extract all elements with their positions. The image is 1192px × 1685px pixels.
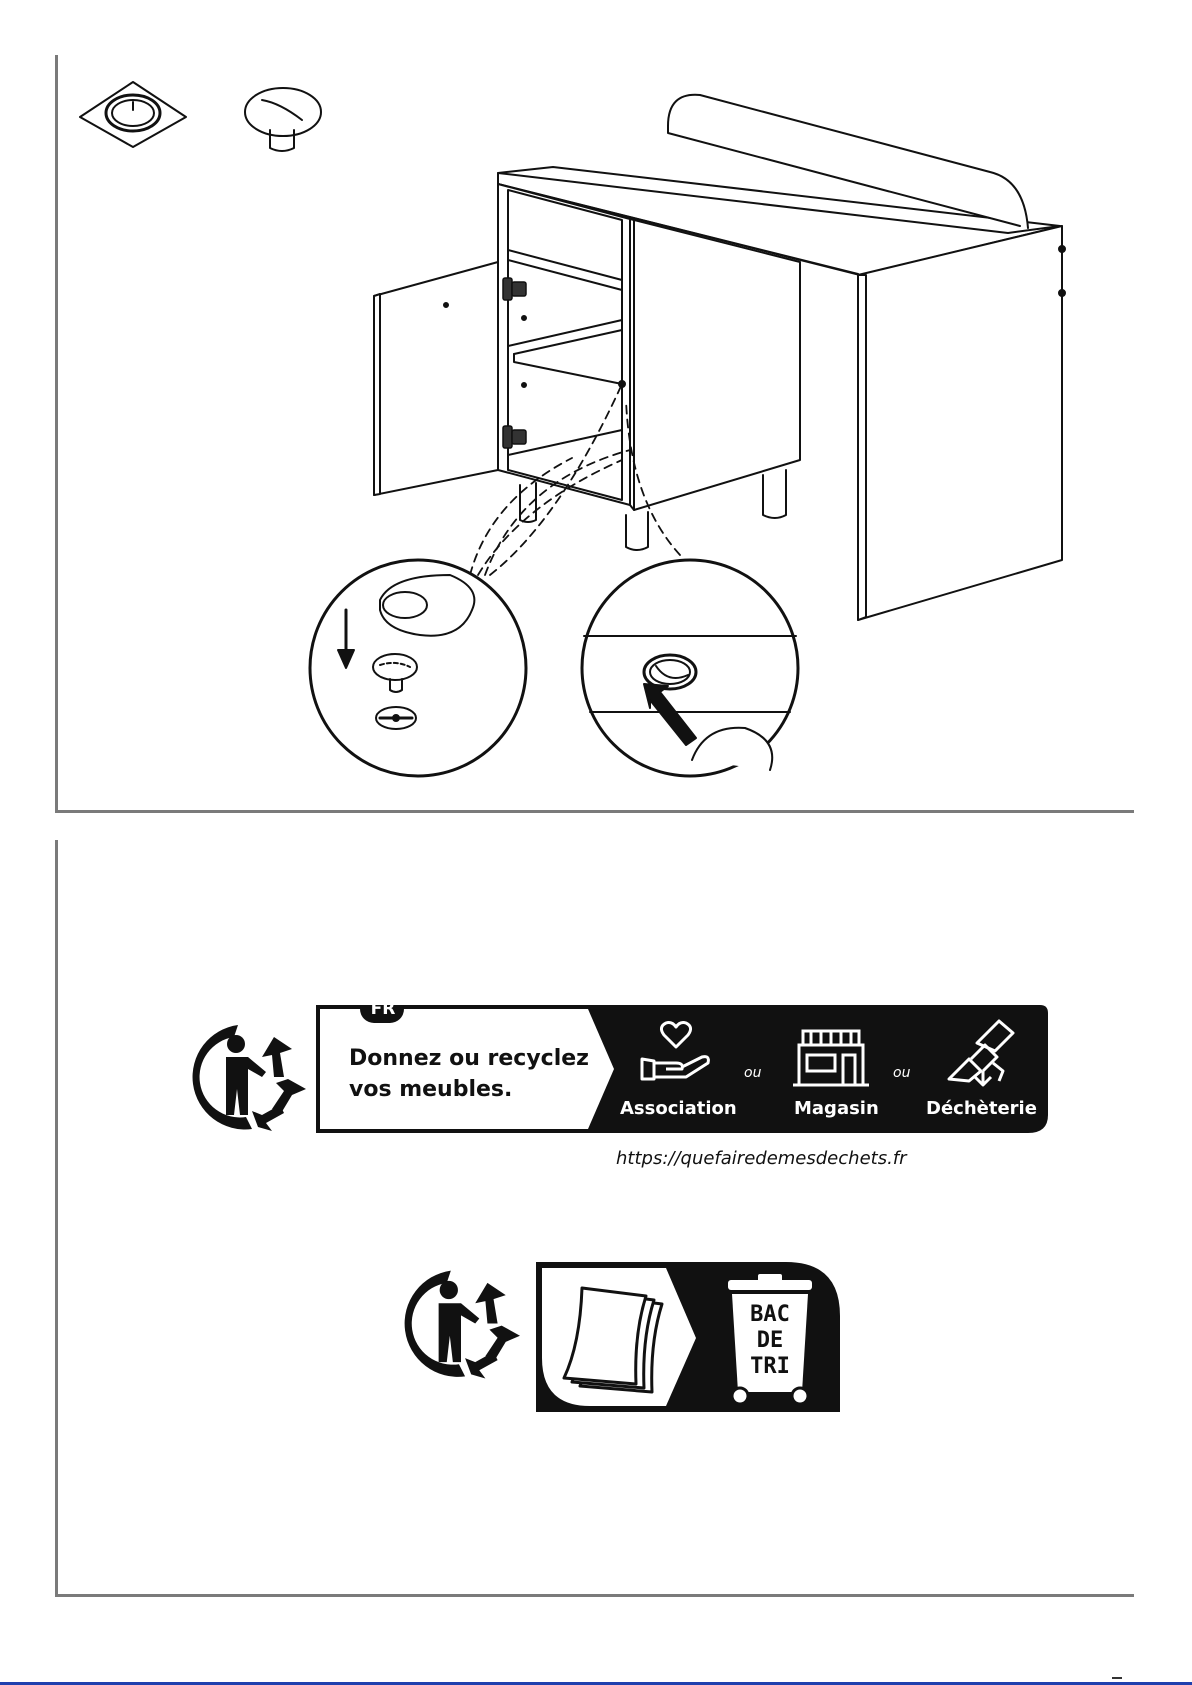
- detail-press-cap: [310, 560, 526, 776]
- banner-headline-line1: Donnez ou recyclez: [349, 1046, 589, 1071]
- option-magasin: Magasin: [794, 1098, 879, 1119]
- dump-icon: [941, 1015, 1021, 1087]
- separator-1: ou: [744, 1065, 761, 1081]
- separator-2: ou: [893, 1065, 910, 1081]
- bin-label-line3: TRI: [734, 1354, 806, 1379]
- option-decheterie: Déchèterie: [926, 1098, 1037, 1119]
- step-frame-left-top: [55, 55, 58, 811]
- cap-cover-icon: [80, 82, 186, 147]
- step-frame-left-bottom: [55, 840, 58, 1596]
- triman-icon-small: [400, 1262, 522, 1380]
- recycling-banner: FR Donnez ou recyclez vos meubles. Assoc…: [316, 1005, 1048, 1137]
- sorting-banner: BAC DE TRI: [536, 1262, 840, 1412]
- lang-badge: FR: [366, 999, 400, 1019]
- bin-label-line1: BAC: [734, 1302, 806, 1327]
- detail-cap-installed: [582, 560, 798, 776]
- bin-label-line2: DE: [734, 1328, 806, 1353]
- store-icon: [791, 1027, 871, 1087]
- heart-hand-icon: [636, 1017, 716, 1081]
- banner-headline-line2: vos meubles.: [349, 1077, 512, 1102]
- triman-icon: [188, 1017, 308, 1132]
- cam-lock-cap-icon: [245, 88, 321, 151]
- step-frame-bottom-bottom: [55, 1594, 1134, 1597]
- option-association: Association: [620, 1098, 737, 1119]
- step-frame-bottom-top: [55, 810, 1134, 813]
- page-corner-mark: [1112, 1677, 1122, 1679]
- assembly-illustration: [60, 60, 1130, 790]
- recycling-url[interactable]: https://quefairedemesdechets.fr: [616, 1148, 907, 1169]
